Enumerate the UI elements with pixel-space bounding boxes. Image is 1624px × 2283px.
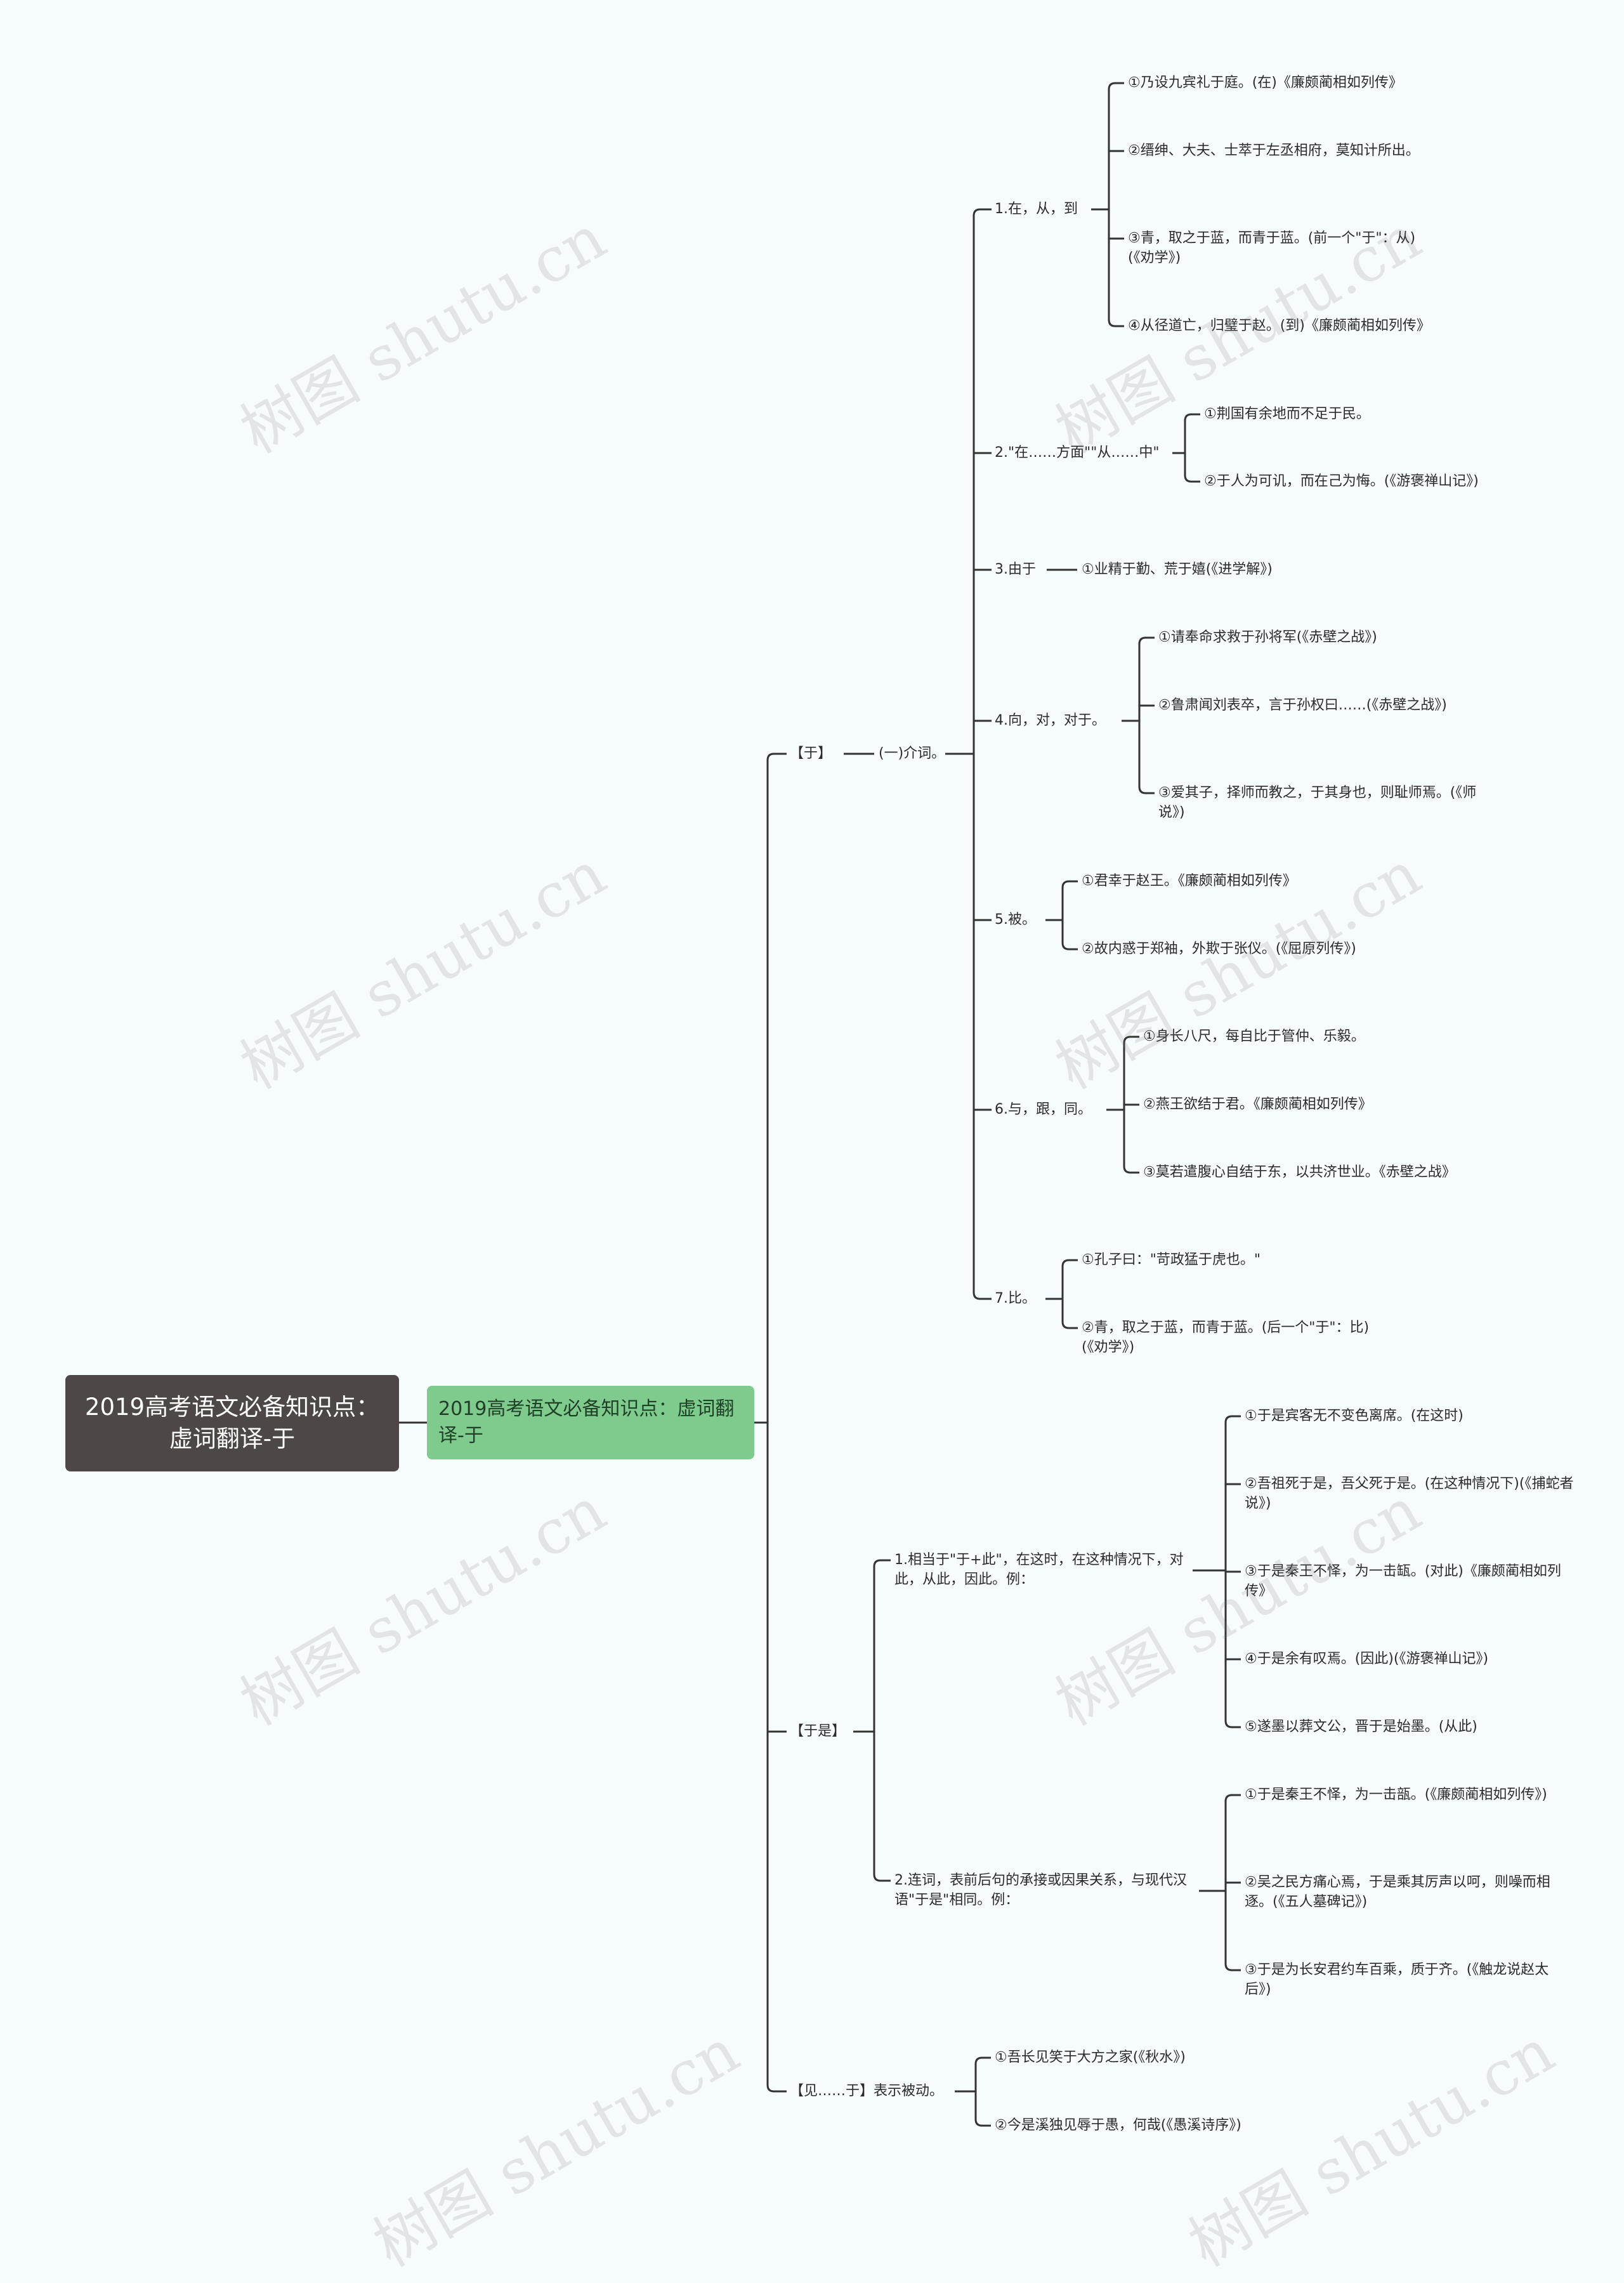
branch-yu[interactable]: 【于】 — [790, 746, 832, 761]
sense-1-item-4[interactable]: ④从径道亡，归璧于赵。(到)《廉颇蔺相如列传》 — [1128, 318, 1431, 334]
root-label: 2019高考语文必备知识点：虚词翻译-于 — [84, 1393, 380, 1452]
branch-yushi[interactable]: 【于是】 — [790, 1723, 846, 1739]
sense-3-item-1[interactable]: ①业精于勤、荒于嬉(《进学解》) — [1082, 562, 1273, 577]
sense-6-item-1[interactable]: ①身长八尺，每自比于管仲、乐毅。 — [1143, 1029, 1365, 1044]
connector — [972, 208, 992, 1300]
connector — [1061, 1259, 1078, 1329]
sense-1-item-2[interactable]: ②缙绅、大夫、士萃于左丞相府，莫知计所出。 — [1128, 143, 1420, 159]
sense-5-item-1[interactable]: ①君幸于赵王。《廉颇蔺相如列传》 — [1082, 873, 1297, 889]
connector — [1123, 1036, 1139, 1174]
sense-4-label[interactable]: 4.向，对，对于。 — [995, 713, 1106, 728]
sense-5-label[interactable]: 5.被。 — [995, 912, 1036, 928]
sense-6-item-3[interactable]: ③莫若遣腹心自结于东，以共济世业。《赤壁之战》 — [1143, 1164, 1456, 1180]
sense-6-label[interactable]: 6.与，跟，同。 — [995, 1102, 1092, 1117]
sense-2-item-2[interactable]: ②于人为可讥，而在己为悔。(《游褒禅山记》) — [1204, 473, 1479, 489]
yushi-2-item-2[interactable]: ②吴之民方痛心焉，于是乘其厉声以呵，则噪而相逐。(《五人墓碑记》) — [1245, 1874, 1550, 1910]
connector — [1184, 413, 1200, 483]
yushi-1-item-1[interactable]: ①于是宾客无不变色离席。(在这时) — [1245, 1408, 1464, 1424]
branch-preposition[interactable]: (一)介词。 — [879, 746, 946, 761]
connector — [873, 1559, 891, 1882]
jian-item-2[interactable]: ②今是溪独见辱于愚，何哉(《愚溪诗序》) — [995, 2117, 1241, 2133]
sense-7-label[interactable]: 7.比。 — [995, 1291, 1036, 1306]
yushi-2-item-3[interactable]: ③于是为长安君约车百乘，质于齐。(《触龙说赵太后》) — [1245, 1962, 1549, 1997]
sense-7-item-2[interactable]: ②青，取之于蓝，而青于蓝。(后一个"于"：比)(《劝学》) — [1082, 1320, 1370, 1355]
sense-5-item-2[interactable]: ②故内惑于郑袖，外欺于张仪。(《屈原列传》) — [1082, 941, 1356, 957]
topic-label: 2019高考语文必备知识点：虚词翻译-于 — [438, 1398, 735, 1447]
sense-4-item-2[interactable]: ②鲁肃闻刘表卒，言于孙权曰……(《赤壁之战》) — [1158, 697, 1447, 713]
yushi-2-item-1[interactable]: ①于是秦王不怿，为一击瓿。(《廉颇蔺相如列传》) — [1245, 1787, 1547, 1803]
connector — [1061, 880, 1078, 951]
root-node[interactable]: 2019高考语文必备知识点：虚词翻译-于 — [65, 1375, 399, 1471]
sense-3-label[interactable]: 3.由于 — [995, 562, 1036, 577]
yushi-2-label[interactable]: 2.连词，表前后句的承接或因果关系，与现代汉语"于是"相同。例： — [894, 1872, 1187, 1908]
connector-lines — [399, 82, 1241, 2127]
connector — [1138, 636, 1155, 794]
sense-4-item-1[interactable]: ①请奉命求救于孙将军(《赤壁之战》) — [1158, 629, 1377, 645]
branch-jian[interactable]: 【见……于】表示被动。 — [790, 2083, 944, 2099]
connector — [1108, 82, 1124, 327]
yushi-1-label[interactable]: 1.相当于"于+此"，在这时，在这种情况下，对此，从此，因此。例： — [894, 1552, 1184, 1588]
yushi-1-item-3[interactable]: ③于是秦王不怿，为一击缻。(对此)《廉颇蔺相如列传》 — [1245, 1563, 1561, 1599]
sense-1-item-3[interactable]: ③青，取之于蓝，而青于蓝。(前一个"于"：从)(《劝学》) — [1128, 230, 1416, 266]
yushi-1-item-5[interactable]: ⑤遂墨以葬文公，晋于是始墨。(从此) — [1245, 1719, 1477, 1735]
yushi-1-item-2[interactable]: ②吾祖死于是，吾父死于是。(在这种情况下)(《捕蛇者说》) — [1245, 1476, 1574, 1511]
yushi-1-item-4[interactable]: ④于是余有叹焉。(因此)(《游褒禅山记》) — [1245, 1651, 1489, 1667]
sense-6-item-2[interactable]: ②燕王欲结于君。《廉颇蔺相如列传》 — [1143, 1096, 1372, 1112]
connector — [1224, 1415, 1241, 1728]
sense-7-item-1[interactable]: ①孔子曰："苛政猛于虎也。" — [1082, 1252, 1261, 1268]
sense-1-item-1[interactable]: ①乃设九宾礼于庭。(在)《廉颇蔺相如列传》 — [1128, 75, 1403, 91]
sense-2-label[interactable]: 2."在……方面""从……中" — [995, 445, 1160, 461]
sense-4-item-3[interactable]: ③爱其子，择师而教之，于其身也，则耻师焉。(《师说》) — [1158, 785, 1477, 820]
sense-1-label[interactable]: 1.在，从，到 — [995, 201, 1078, 217]
sense-2-item-1[interactable]: ①荆国有余地而不足于民。 — [1204, 406, 1370, 422]
connector — [1224, 1794, 1241, 1971]
connector — [974, 2056, 991, 2127]
jian-item-1[interactable]: ①吾长见笑于大方之家(《秋水》) — [995, 2049, 1186, 2065]
topic-node[interactable]: 2019高考语文必备知识点：虚词翻译-于 — [427, 1386, 754, 1459]
connector — [766, 753, 787, 2093]
